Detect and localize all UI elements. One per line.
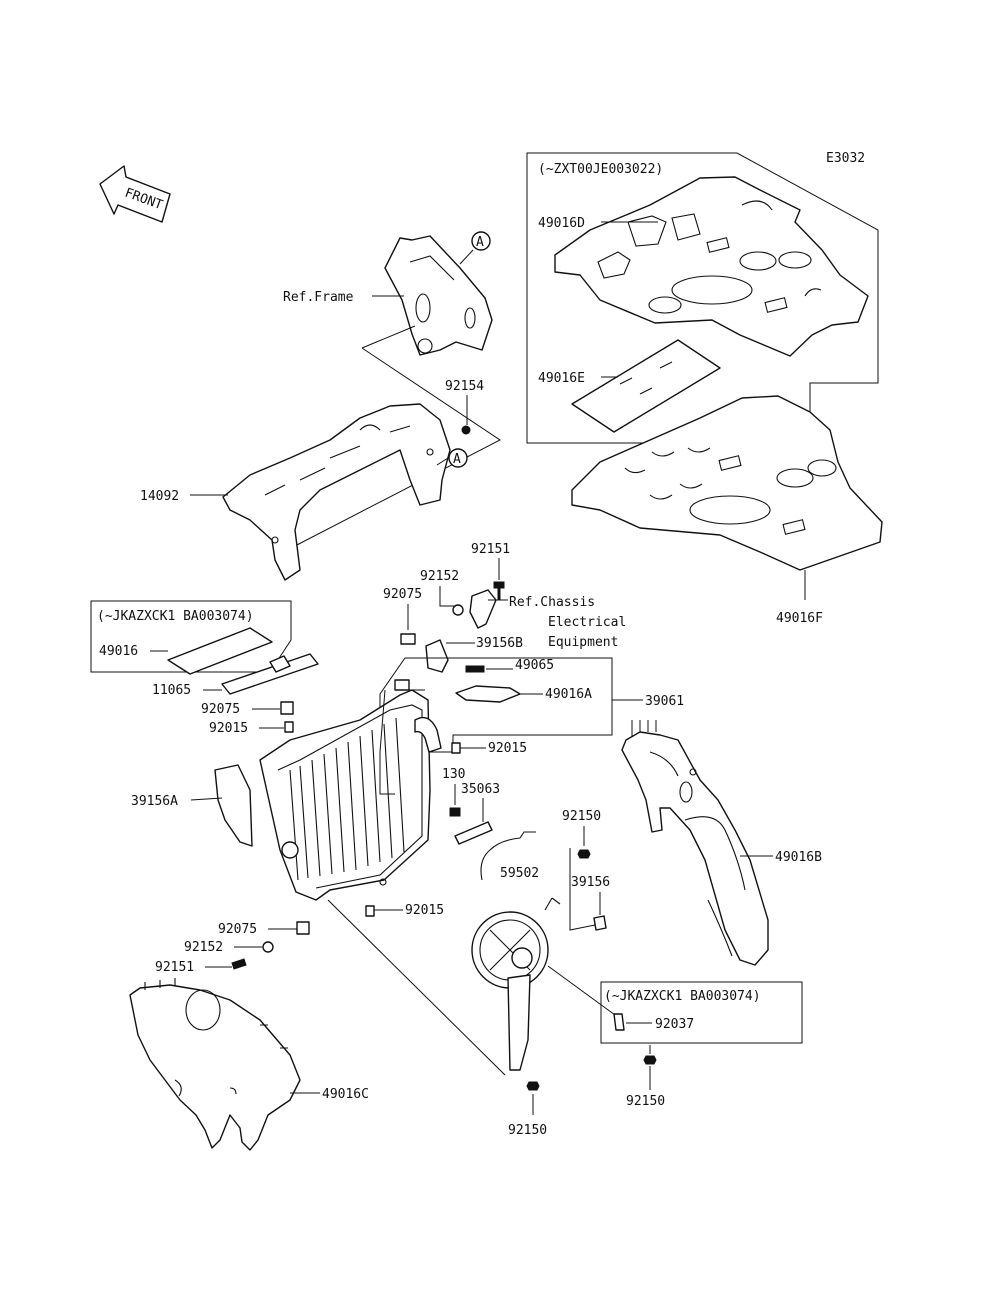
label-14092: 14092 [140, 489, 179, 504]
label-92075-mid: 92075 [201, 702, 240, 717]
label-39156b: 39156B [476, 636, 523, 651]
chassis-bracket [469, 589, 497, 629]
strip-49016e [571, 339, 721, 433]
label-92150-a: 92150 [562, 809, 601, 824]
group-box-bottom-right [600, 981, 803, 1044]
label-39156: 39156 [571, 875, 610, 890]
label-49016e: 49016E [538, 371, 585, 386]
clamp-92037 [613, 1013, 625, 1031]
group-box-top-right [526, 152, 879, 444]
bolt-92154 [461, 425, 471, 435]
nut-92150-a [577, 849, 591, 859]
ref-a-top: A [476, 235, 484, 250]
label-ref-chassis-2: Electrical [548, 615, 626, 630]
ref-a-marker-top [471, 231, 491, 251]
gasket-49016a [455, 685, 521, 703]
label-49016c: 49016C [322, 1087, 369, 1102]
label-92154: 92154 [445, 379, 484, 394]
label-49016b: 49016B [775, 850, 822, 865]
grommet-92075-mid [280, 701, 294, 715]
bolt-axis [327, 899, 506, 1076]
group-box-left [90, 600, 292, 673]
label-49016a: 49016A [545, 687, 592, 702]
label-49016: 49016 [99, 644, 138, 659]
washer-92152-bot [262, 941, 274, 953]
label-92152-bot: 92152 [184, 940, 223, 955]
label-39061: 39061 [645, 694, 684, 709]
label-92151-bot: 92151 [155, 960, 194, 975]
strip-49016 [167, 627, 273, 675]
plate-49016d [554, 176, 869, 357]
label-35063: 35063 [461, 782, 500, 797]
switch-35063 [454, 821, 493, 845]
label-59502: 59502 [500, 866, 539, 881]
nut-92150-c [526, 1081, 540, 1091]
radiator [259, 679, 442, 901]
bolt-130 [449, 807, 461, 817]
ref-a-marker-bottom [448, 448, 468, 468]
plane-outline [292, 325, 501, 548]
label-ref-chassis-3: Equipment [548, 635, 618, 650]
clip-92015-b [451, 742, 461, 754]
clip-39156 [593, 915, 607, 931]
label-92075-top: 92075 [383, 587, 422, 602]
plate-49016f [571, 395, 883, 571]
grommet-92075-top [400, 633, 416, 645]
group-label-top-right: (~ZXT00JE003022) [538, 162, 663, 177]
guard-49016b [621, 731, 769, 966]
washer-92152-top [452, 604, 464, 616]
clip-92015-c [365, 905, 375, 917]
label-ref-frame: Ref.Frame [283, 290, 354, 305]
label-92150-b: 92150 [626, 1094, 665, 1109]
grommet-92075-bot [296, 921, 310, 935]
label-92037: 92037 [655, 1017, 694, 1032]
label-92075-bot: 92075 [218, 922, 257, 937]
pad-11065 [221, 653, 319, 695]
fan-59502 [471, 831, 561, 1071]
label-49065: 49065 [515, 658, 554, 673]
group-label-bottom-right: (~JKAZXCK1 BA003074) [604, 989, 761, 1004]
label-92015-c: 92015 [405, 903, 444, 918]
label-92015-a: 92015 [209, 721, 248, 736]
clip-92015-a [284, 721, 294, 733]
label-92150-c: 92150 [508, 1123, 547, 1138]
ref-a-bottom: A [453, 452, 461, 467]
front-arrow-icon: FRONT [99, 165, 171, 223]
cover-39156a [214, 764, 253, 847]
cover-39156b [425, 639, 449, 673]
label-92152-top: 92152 [420, 569, 459, 584]
sensor-49065 [465, 665, 485, 673]
label-49016d: 49016D [538, 216, 585, 231]
label-11065: 11065 [152, 683, 191, 698]
label-130: 130 [442, 767, 465, 782]
nut-92150-b [643, 1055, 657, 1065]
label-92151-top: 92151 [471, 542, 510, 557]
bolt-92151-top [493, 581, 505, 601]
cover-49016c [129, 978, 301, 1151]
label-39156a: 39156A [131, 794, 178, 809]
group-label-left: (~JKAZXCK1 BA003074) [97, 609, 254, 624]
diagram-code: E3032 [826, 151, 865, 166]
frame-bracket [384, 235, 493, 356]
label-92015-b: 92015 [488, 741, 527, 756]
label-ref-chassis-1: Ref.Chassis [509, 595, 595, 610]
label-49016f: 49016F [776, 611, 823, 626]
bolt-92151-bot [231, 958, 247, 970]
duct-14092 [222, 403, 451, 581]
